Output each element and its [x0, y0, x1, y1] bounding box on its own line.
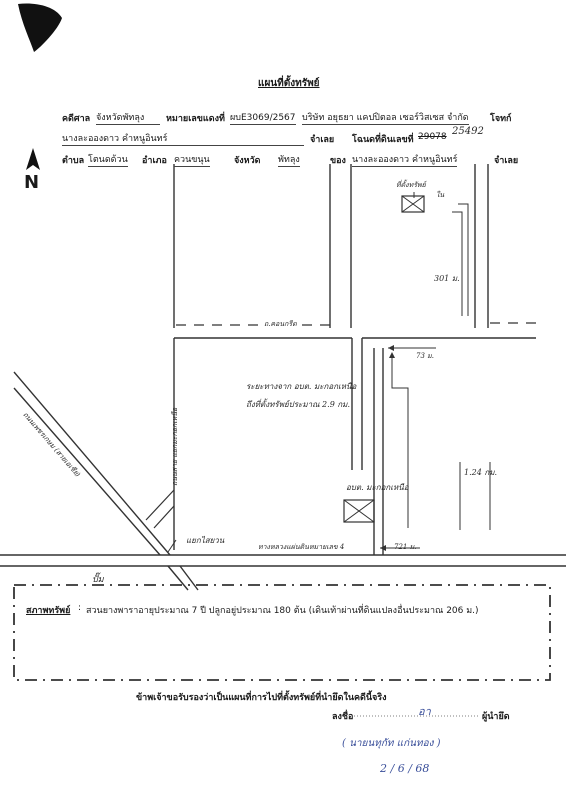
printed-name: ( นายนทุกัท แก่นทอง ) [342, 738, 441, 749]
defendant-value: นางละอองดาว คำหนูอินทร์ [62, 131, 304, 146]
property-marker [401, 195, 425, 213]
deed-handwritten: 25492 [452, 126, 484, 137]
property-label: ที่ตั้งทรัพย์ [396, 181, 426, 189]
access-path [458, 203, 469, 316]
distance-124-label: 1.24 กม. [464, 468, 498, 477]
route-note-2: ถึงที่ตั้งทรัพย์ประมาณ 2.9 กม. [246, 400, 350, 409]
sign-label: ลงชื่อ [332, 712, 354, 722]
subdistrict-value: โตนดด้วน [88, 152, 128, 167]
concrete-road-label: ถ.คอนกรีต [262, 319, 299, 330]
sign-date: 2 / 6 / 68 [380, 762, 430, 775]
case-label: หมายเลขแดงที่ [166, 114, 225, 124]
obt-label: อบต. มะกอกเหนือ [346, 483, 409, 492]
district-label: อำเภอ [142, 156, 167, 166]
court-label: คดีศาล [62, 114, 91, 124]
court-value: จังหวัดพัทลุง [96, 110, 160, 125]
gas-station-label: ปั๊ม [92, 575, 104, 585]
sign-role: ผู้นำยึด [482, 712, 510, 722]
deed-value: 29078 [418, 132, 447, 142]
owner-role: จำเลย [494, 156, 519, 166]
owner-value: นางละอองดาว คำหนูอินทร์ [352, 152, 458, 167]
compass-letter: N [24, 172, 40, 193]
distance-721-label: 721 ม. [394, 543, 417, 551]
distance-301-label: 301 ม. [434, 274, 460, 283]
property-condition-box [13, 584, 551, 681]
certify-statement: ข้าพเจ้าขอรับรองว่าเป็นแผนที่การไปที่ตั้… [136, 693, 387, 703]
plaintiff-label: โจทก์ [490, 114, 512, 124]
highway-label: ทางหลวงแผ่นดินหมายเลข 4 [258, 543, 345, 551]
owner-label: ของ [330, 156, 346, 166]
distance-73-label: 73 ม. [416, 352, 434, 360]
page-title: แผนที่ตั้งทรัพย์ [258, 78, 320, 89]
district-value: ควนขนุน [174, 152, 210, 167]
province-label: จังหวัด [234, 156, 261, 166]
case-value: ผบE3069/2567 [230, 110, 296, 125]
plaintiff-value: บริษัท อยุธยา แคปปิตอล เซอร์วิสเซส จำกัด [302, 110, 469, 125]
diagonal-road [13, 387, 161, 556]
subdistrict-label: ตำบล [62, 156, 85, 166]
junction-label: แยกไสยวน [186, 536, 225, 545]
route-note-1: ระยะทางจาก อบต. มะกอกเหนือ [246, 382, 357, 391]
signature: อา [418, 705, 431, 718]
obt-marker [343, 499, 375, 523]
diagonal-road [167, 565, 189, 591]
access-path [452, 211, 463, 316]
property-condition-text: สวนยางพาราอายุประมาณ 7 ปี ปลูกอยู่ประมาณ… [86, 606, 479, 616]
diagonal-road [179, 565, 199, 591]
defendant-label: จำเลย [310, 135, 335, 145]
road-vertical-label: ถนนสาย แยกมะกอกเหนือ [171, 407, 179, 486]
deed-label: โฉนดที่ดินเลขที่ [352, 135, 414, 145]
property-condition-label: สภาพทรัพย์ [26, 606, 71, 616]
scan-smudge [18, 3, 62, 53]
province-value: พัทลุง [278, 152, 300, 167]
north-arrow-icon [26, 148, 40, 176]
diagonal-road [13, 371, 171, 556]
property-side-label: ใน [436, 191, 445, 199]
